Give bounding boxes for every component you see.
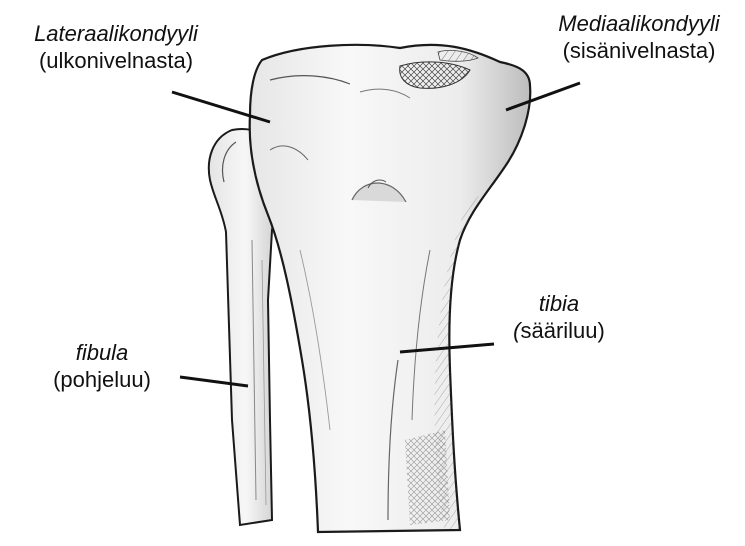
label-fibula-translation: (pohjeluu): [22, 366, 182, 393]
label-tibia: tibia (sääriluu): [484, 290, 634, 344]
label-fibula: fibula (pohjeluu): [22, 339, 182, 393]
label-medial-condyle-term: Mediaalikondyyli: [539, 10, 739, 37]
label-medial-condyle-translation: (sisänivelnasta): [539, 37, 739, 64]
tibia-shape: [250, 45, 531, 532]
label-lateral-condyle-term: Lateraalikondyyli: [10, 20, 222, 47]
label-fibula-term: fibula: [22, 339, 182, 366]
label-medial-condyle: Mediaalikondyyli (sisänivelnasta): [539, 10, 739, 64]
label-lateral-condyle: Lateraalikondyyli (ulkonivelnasta): [10, 20, 222, 74]
label-tibia-translation-text: sääriluu): [520, 318, 604, 343]
label-tibia-translation: (sääriluu): [484, 317, 634, 344]
label-lateral-condyle-translation: (ulkonivelnasta): [10, 47, 222, 74]
label-tibia-term: tibia: [484, 290, 634, 317]
